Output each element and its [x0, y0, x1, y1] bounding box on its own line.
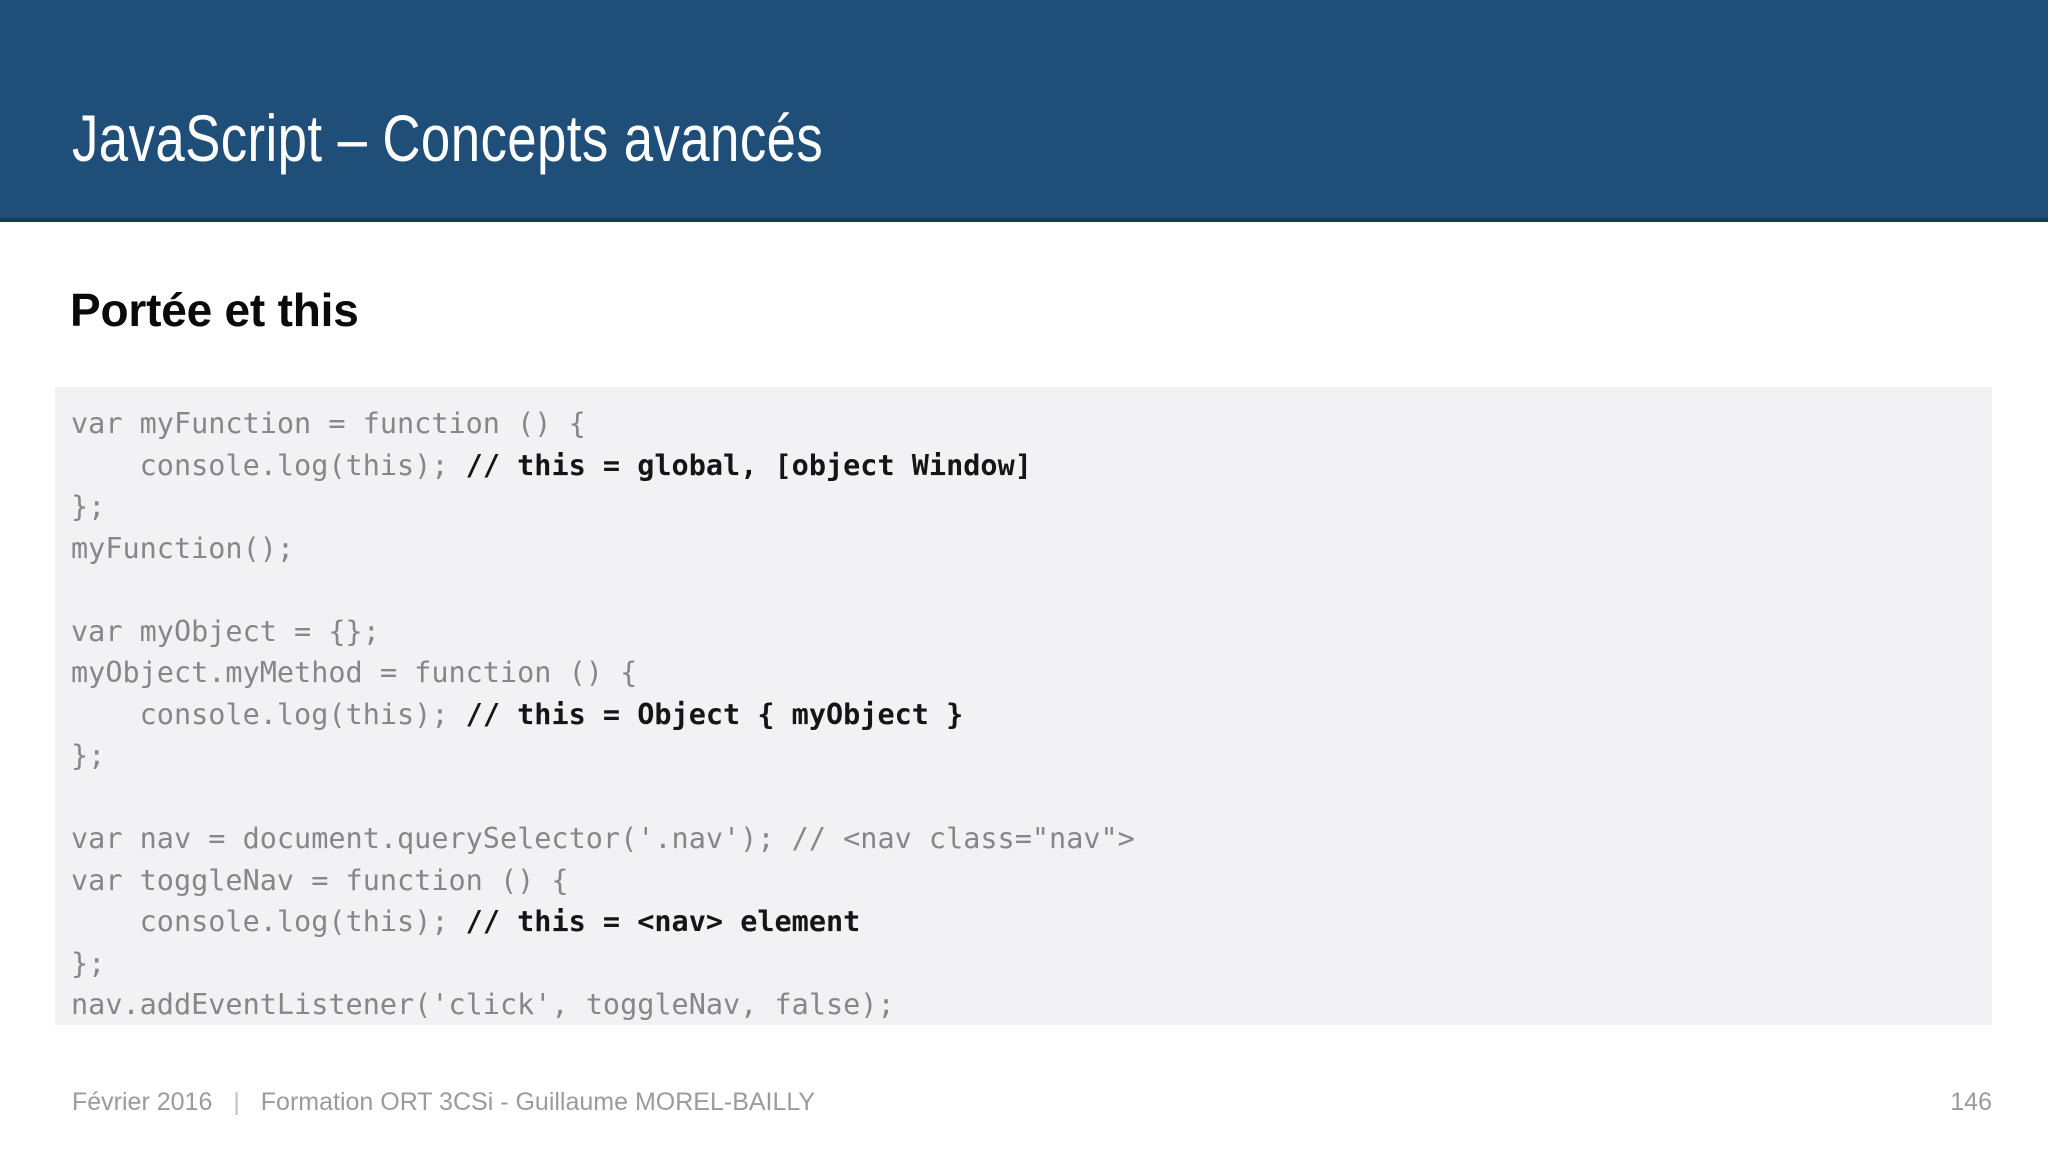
code-token: }; — [71, 490, 106, 523]
code-comment: // <nav class="nav"> — [791, 822, 1135, 855]
code-line: }; — [55, 735, 1992, 777]
section-heading: Portée et this — [70, 284, 359, 336]
code-token: var toggleNav = function () { — [71, 863, 569, 897]
code-token: nav.addEventListener('click', toggleNav,… — [71, 988, 895, 1021]
code-line: var toggleNav = function () { — [55, 860, 1992, 902]
code-token: console.log(this); — [71, 697, 466, 731]
code-body: var myFunction = function () { console.l… — [55, 403, 1992, 1025]
footer-date: Février 2016 — [72, 1088, 213, 1116]
code-line: }; — [55, 943, 1992, 985]
code-line: console.log(this); // this = global, [ob… — [55, 445, 1992, 487]
code-line: var myObject = {}; — [55, 611, 1992, 653]
code-line: nav.addEventListener('click', toggleNav,… — [55, 984, 1992, 1025]
code-token: }; — [71, 739, 106, 772]
code-token: myFunction(); — [71, 531, 295, 565]
code-block: var myFunction = function () { console.l… — [55, 387, 1992, 1025]
code-token: var myObject = {}; — [71, 614, 380, 648]
footer-course-label: Formation ORT 3CSi - Guillaume MOREL-BAI… — [260, 1088, 816, 1116]
code-listing: var myFunction = function () { console.l… — [55, 403, 1992, 1025]
code-token: var myFunction = function () { — [71, 407, 586, 440]
footer-credits: Février 2016 | Formation ORT 3CSi - Guil… — [72, 1085, 815, 1119]
code-token: }; — [71, 946, 106, 980]
code-line: myObject.myMethod = function () { — [55, 652, 1992, 694]
slide-header-band: JavaScript – Concepts avancés — [0, 0, 2048, 222]
code-token: console.log(this); — [71, 905, 466, 938]
footer-separator: | — [233, 1088, 240, 1116]
code-comment: // this = Object { myObject } — [465, 697, 964, 731]
code-token: console.log(this); — [71, 448, 466, 482]
code-token: myObject.myMethod = function () { — [71, 656, 638, 689]
slide-footer: Février 2016 | Formation ORT 3CSi - Guil… — [0, 1085, 2048, 1145]
slide-title: JavaScript – Concepts avancés — [72, 101, 824, 175]
page-number: 146 — [1950, 1088, 1992, 1116]
code-line: console.log(this); // this = Object { my… — [55, 694, 1992, 736]
code-blank-line — [55, 777, 1992, 819]
code-comment: // this = global, [object Window] — [465, 448, 1032, 482]
code-line: var nav = document.querySelector('.nav')… — [55, 818, 1992, 860]
code-blank-line — [55, 569, 1992, 611]
code-token: var nav = document.querySelector('.nav')… — [71, 822, 792, 855]
code-comment: // this = <nav> element — [465, 905, 861, 938]
code-line: console.log(this); // this = <nav> eleme… — [55, 901, 1992, 943]
code-line: var myFunction = function () { — [55, 403, 1992, 445]
code-line: }; — [55, 486, 1992, 528]
code-line: myFunction(); — [55, 528, 1992, 570]
